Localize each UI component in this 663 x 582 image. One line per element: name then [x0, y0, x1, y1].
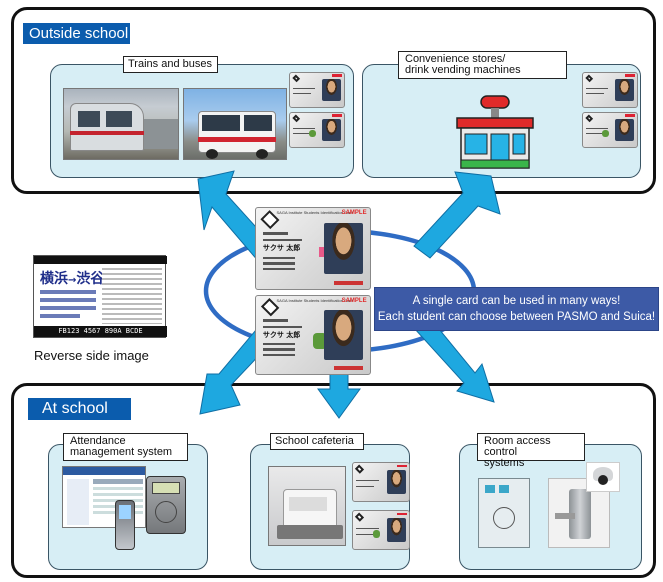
- train-photo: [63, 88, 179, 160]
- bus-photo: [183, 88, 287, 160]
- stores-label-line2: drink vending machines: [405, 64, 521, 76]
- reverse-side-card: 横浜→渋谷 FB123 4567 890A BCDE: [33, 255, 167, 338]
- card-student-name: サクサ 太郎: [262, 243, 301, 252]
- room-access-label-line2: systems: [484, 457, 525, 469]
- attendance-label: Attendance management system: [63, 433, 188, 461]
- message-box: A single card can be used in many ways! …: [374, 287, 659, 331]
- card-reader-device: [146, 476, 186, 534]
- mobile-phone-icon: [115, 500, 135, 550]
- ticket-to: 渋谷: [76, 271, 105, 287]
- message-line-1: A single card can be used in many ways!: [412, 295, 621, 307]
- cafeteria-label: School cafeteria: [270, 433, 364, 450]
- at-school-tag: At school: [28, 398, 131, 420]
- id-card-thumbnail: [352, 510, 410, 550]
- ticket-serial: FB123 4567 890A BCDE: [34, 326, 167, 337]
- ticket-route: 横浜→渋谷: [40, 271, 105, 287]
- cafeteria-terminal-photo: [268, 466, 346, 546]
- arrow-to-stores: [413, 171, 501, 259]
- id-card-thumbnail: [352, 462, 410, 502]
- id-card-thumbnail: [582, 112, 638, 148]
- id-card-thumbnail: [289, 72, 345, 108]
- student-id-card-variant: SAGA Institute Students Identification C…: [255, 295, 371, 375]
- id-card-thumbnail: [289, 112, 345, 148]
- access-control-panel-device: [478, 478, 530, 548]
- attendance-label-line2: management system: [70, 446, 173, 458]
- student-id-card-front: SAGA Institute Students Identification C…: [255, 207, 371, 290]
- attendance-label-line1: Attendance: [70, 435, 126, 447]
- card-student-name: サクサ 太郎: [262, 330, 301, 339]
- trains-label: Trains and buses: [123, 56, 218, 73]
- reverse-side-caption: Reverse side image: [34, 348, 149, 363]
- ticket-from: 横浜: [40, 271, 68, 287]
- outside-school-tag: Outside school: [23, 23, 130, 44]
- security-camera-icon: [586, 462, 620, 492]
- message-line-2: Each student can choose between PASMO an…: [377, 311, 656, 323]
- convenience-store-icon: [456, 95, 534, 169]
- room-access-label: Room access control systems: [477, 433, 585, 469]
- card-sample-stamp: SAMPLE: [341, 209, 367, 216]
- card-sample-stamp: SAMPLE: [341, 297, 367, 304]
- room-access-label-line1: Room access control: [484, 435, 551, 458]
- stores-label-line1: Convenience stores/: [405, 53, 506, 65]
- card-header-text: SAGA Institute Students Identification C…: [276, 210, 353, 216]
- id-card-thumbnail: [582, 72, 638, 108]
- card-header-text: SAGA Institute Students Identification C…: [276, 298, 353, 304]
- stores-label: Convenience stores/ drink vending machin…: [398, 51, 567, 79]
